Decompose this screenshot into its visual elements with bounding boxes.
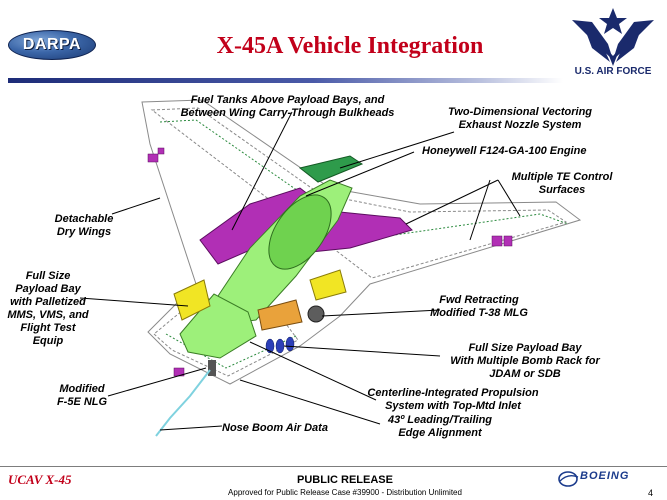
callout-line: Modified T-38 MLG	[430, 307, 528, 319]
callout-line: Centerline-Integrated Propulsion	[367, 387, 539, 399]
callout-nose-boom: Nose Boom Air Data	[222, 422, 328, 435]
callout-mlg: Fwd Retracting Modified T-38 MLG	[420, 294, 538, 320]
darpa-logo-text: DARPA	[22, 36, 82, 53]
program-label: UCAV X-45	[8, 472, 72, 487]
callout-line: With Multiple Bomb Rack for	[450, 355, 600, 367]
callout-payload-bay-right: Full Size Payload Bay With Multiple Bomb…	[440, 342, 610, 381]
callout-line: Fwd Retracting	[439, 294, 519, 306]
callout-line: Fuel Tanks Above Payload Bays, and	[190, 94, 385, 106]
slide-title: X-45A Vehicle Integration	[216, 33, 484, 59]
callout-line: Multiple TE Control	[511, 171, 613, 183]
release-note: Approved for Public Release Case #39900 …	[228, 488, 462, 497]
top-inlet	[179, 293, 257, 359]
callout-leading-edge: 43º Leading/Trailing Edge Alignment	[378, 414, 502, 440]
callout-line: Surfaces	[538, 184, 586, 196]
callout-line: Detachable	[54, 213, 114, 225]
payload-bay-orange	[257, 299, 303, 331]
callout-line: Nose Boom Air Data	[222, 422, 328, 434]
callout-line: Edge Alignment	[398, 427, 482, 439]
callout-line: Equip	[32, 335, 64, 347]
callout-line: F-5E NLG	[56, 396, 108, 408]
te-control-actuators	[147, 147, 513, 377]
callout-line: Flight Test	[20, 322, 76, 334]
callout-line: MMS, VMS, and	[7, 309, 89, 321]
callout-payload-bay-left: Full Size Payload Bay with Palletized MM…	[6, 270, 90, 348]
callout-line: JDAM or SDB	[489, 368, 561, 380]
callout-line: with Palletized	[10, 296, 86, 308]
callout-line: Two-Dimensional Vectoring	[447, 106, 593, 118]
left-payload-bay	[173, 279, 211, 321]
callout-line: Full Size	[25, 270, 71, 282]
nose-boom	[155, 369, 211, 437]
callout-dry-wings: Detachable Dry Wings	[44, 213, 124, 239]
main-landing-gear	[307, 305, 325, 323]
exhaust-nozzle	[298, 155, 364, 183]
callout-engine: Honeywell F124-GA-100 Engine	[422, 145, 586, 158]
callout-exhaust-nozzle: Two-Dimensional Vectoring Exhaust Nozzle…	[440, 106, 600, 132]
header-divider	[8, 78, 563, 83]
callout-line: Payload Bay	[15, 283, 81, 295]
callout-line: Between Wing Carry-Through Bulkheads	[180, 107, 395, 119]
callout-propulsion: Centerline-Integrated Propulsion System …	[360, 387, 546, 413]
public-release-title: PUBLIC RELEASE	[297, 474, 393, 486]
boeing-logo-icon	[558, 471, 579, 487]
boeing-wordmark: BOEING	[580, 470, 630, 482]
bomb-rack	[265, 336, 295, 354]
callout-line: 43º Leading/Trailing	[387, 414, 493, 426]
callout-nlg: Modified F-5E NLG	[52, 383, 112, 409]
callout-fuel-tanks: Fuel Tanks Above Payload Bays, and Betwe…	[175, 94, 400, 120]
usaf-wings-icon	[572, 8, 654, 66]
page-number: 4	[648, 488, 654, 498]
right-payload-bay	[309, 269, 347, 301]
footer-divider	[0, 466, 667, 467]
leader-lines	[79, 111, 521, 431]
callout-line: Full Size Payload Bay	[468, 342, 582, 354]
callout-line: Honeywell F124-GA-100 Engine	[422, 145, 587, 157]
callout-line: Dry Wings	[56, 226, 112, 238]
engine-core	[268, 194, 332, 270]
darpa-globe-icon	[8, 30, 96, 60]
callout-te-control: Multiple TE Control Surfaces	[506, 171, 618, 197]
usaf-logo-text: U.S. AIR FORCE	[574, 66, 652, 77]
callout-line: Exhaust Nozzle System	[458, 119, 582, 131]
callout-line: Modified	[59, 383, 105, 395]
callout-line: System with Top-Mtd Inlet	[385, 400, 521, 412]
nose-landing-gear	[208, 360, 216, 376]
darpa-logo: DARPA	[8, 30, 96, 60]
vehicle-cutaway-diagram	[79, 99, 582, 437]
